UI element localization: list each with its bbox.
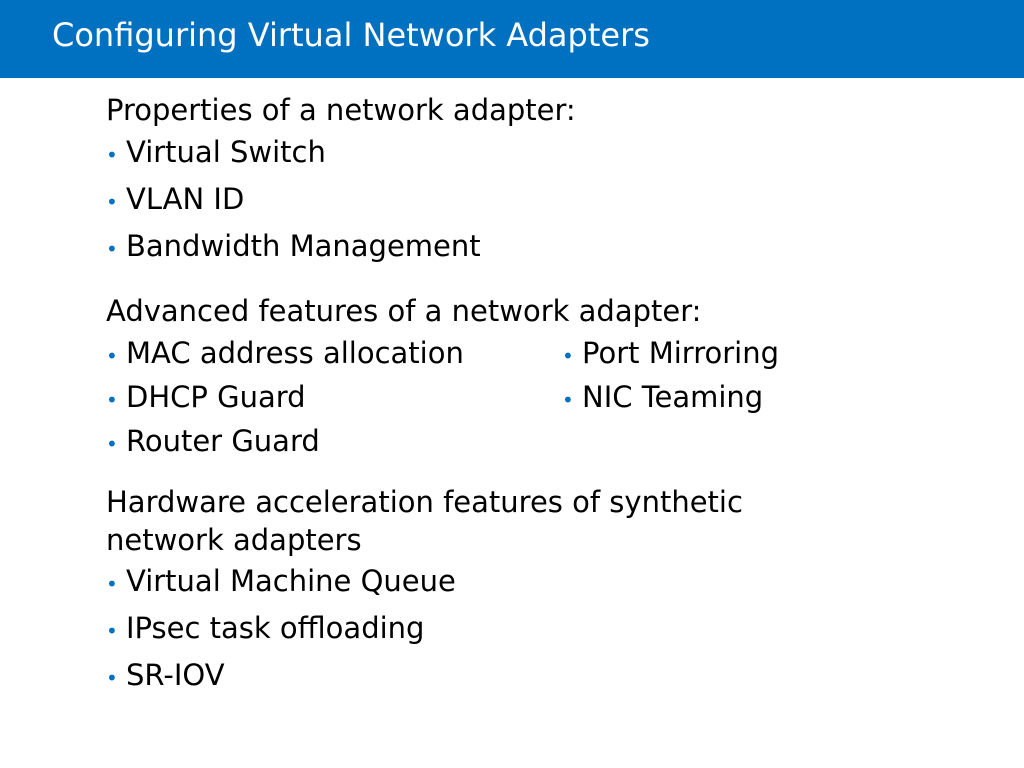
slide-body: Properties of a network adapter: • Virtua…: [106, 90, 826, 700]
list-item-text: Bandwidth Management: [126, 229, 481, 263]
advanced-list: • MAC address allocation • DHCP Guard • Rou…: [106, 331, 826, 463]
list-item: • Port Mirroring: [562, 331, 826, 375]
list-item: • Bandwidth Management: [106, 224, 826, 271]
bullet-icon: •: [106, 619, 118, 643]
list-item: • DHCP Guard: [106, 375, 562, 419]
properties-heading: Properties of a network adapter:: [106, 93, 576, 127]
advanced-section: Advanced features of a network adapter: …: [106, 291, 826, 463]
list-item: • Virtual Machine Queue: [106, 559, 826, 606]
list-item-text: NIC Teaming: [582, 380, 764, 414]
bullet-icon: •: [106, 666, 118, 690]
list-item: • NIC Teaming: [562, 375, 826, 419]
hardware-heading-line2: network adapters: [106, 523, 362, 557]
bullet-icon: •: [562, 388, 574, 412]
list-item-text: SR-IOV: [126, 658, 225, 692]
list-item: • SR-IOV: [106, 653, 826, 700]
list-item: • MAC address allocation: [106, 331, 562, 375]
bullet-icon: •: [106, 344, 118, 368]
slide-title: Configuring Virtual Network Adapters: [52, 16, 650, 54]
list-item-text: IPsec task offloading: [126, 611, 425, 645]
list-item: • Virtual Switch: [106, 130, 826, 177]
list-item: • VLAN ID: [106, 177, 826, 224]
hardware-list: • Virtual Machine Queue • IPsec task offlo…: [106, 559, 826, 700]
properties-list: • Virtual Switch • VLAN ID • Bandwidth Mana…: [106, 130, 826, 271]
bullet-icon: •: [106, 572, 118, 596]
list-item-text: Port Mirroring: [582, 336, 779, 370]
hardware-heading: Hardware acceleration features of synthe…: [106, 483, 826, 559]
bullet-icon: •: [562, 344, 574, 368]
list-item-text: Virtual Switch: [126, 135, 326, 169]
list-item-text: Router Guard: [126, 424, 320, 458]
list-item-text: Virtual Machine Queue: [126, 564, 456, 598]
list-item-text: VLAN ID: [126, 182, 245, 216]
list-item: • IPsec task offloading: [106, 606, 826, 653]
hardware-section: Hardware acceleration features of synthe…: [106, 483, 826, 700]
list-item-text: DHCP Guard: [126, 380, 306, 414]
list-item-text: MAC address allocation: [126, 336, 464, 370]
bullet-icon: •: [106, 237, 118, 261]
properties-section: Properties of a network adapter: • Virtua…: [106, 90, 826, 271]
bullet-icon: •: [106, 388, 118, 412]
bullet-icon: •: [106, 143, 118, 167]
bullet-icon: •: [106, 190, 118, 214]
list-item: • Router Guard: [106, 419, 562, 463]
bullet-icon: •: [106, 432, 118, 456]
advanced-heading: Advanced features of a network adapter:: [106, 294, 702, 328]
hardware-heading-line1: Hardware acceleration features of synthe…: [106, 485, 743, 519]
title-bar: Configuring Virtual Network Adapters: [0, 0, 1024, 78]
